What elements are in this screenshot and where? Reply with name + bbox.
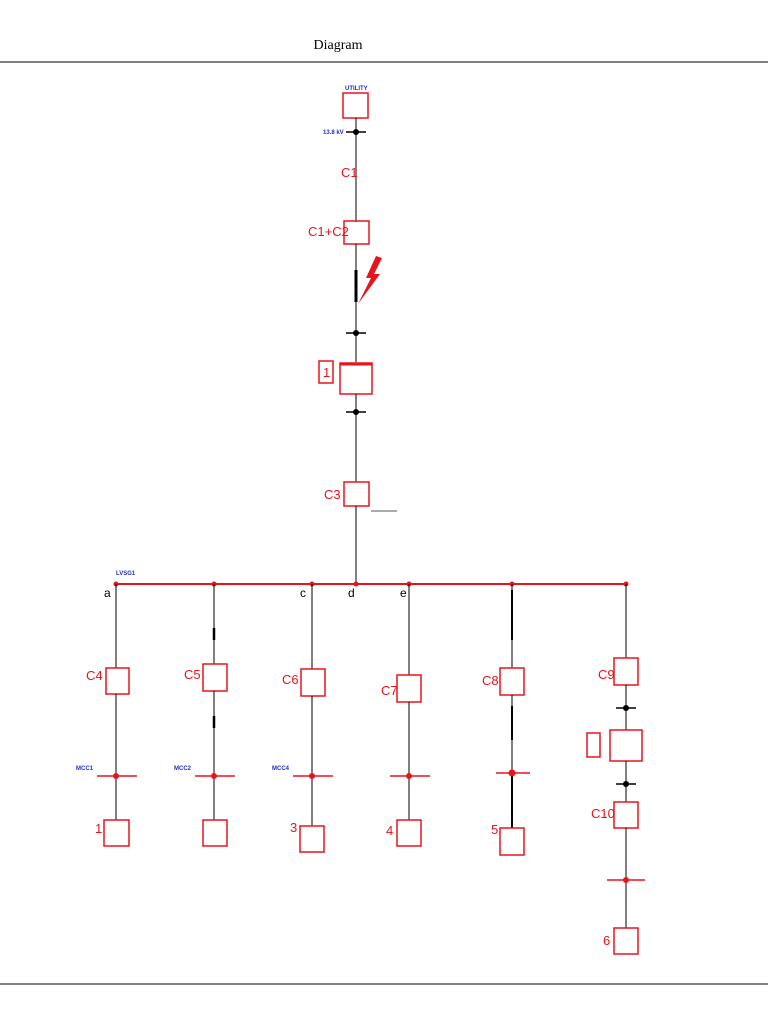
- load-label: 4: [386, 823, 393, 838]
- utility-source[interactable]: UTILITY: [342, 86, 369, 119]
- load-label: 6: [603, 933, 610, 948]
- mcc-label: MCC1: [76, 766, 94, 772]
- cable-c1-label: C1: [341, 165, 358, 180]
- voltage-label: 13.8 kV: [323, 130, 344, 136]
- mcc-label: MCC2: [174, 766, 192, 772]
- utility-label: UTILITY: [345, 86, 368, 92]
- branch-letter: d: [348, 586, 355, 600]
- cable-label: C6: [282, 672, 299, 687]
- mcc-label: MCC4: [272, 766, 290, 772]
- branch-f[interactable]: C8 5: [482, 581, 530, 856]
- branch-b[interactable]: C5 MCC2: [174, 581, 235, 847]
- cable-label: C7: [381, 683, 398, 698]
- cable-label: C4: [86, 668, 103, 683]
- load-label: 1: [95, 821, 102, 836]
- cable-c1c2[interactable]: C1+C2: [308, 220, 370, 245]
- cable-label: C5: [184, 667, 201, 682]
- branch-letter: e: [400, 586, 407, 600]
- transformer-1[interactable]: 1: [318, 360, 373, 395]
- bus-transformer-primary[interactable]: [346, 330, 366, 336]
- bus-transformer-secondary[interactable]: [346, 409, 366, 415]
- branch-letter: c: [300, 586, 306, 600]
- page-title: Diagram: [313, 38, 363, 53]
- cable-c3[interactable]: C3: [324, 481, 397, 512]
- cable-c1c2-label: C1+C2: [308, 224, 349, 239]
- branch-g[interactable]: C9 C10 6: [586, 581, 645, 955]
- branch-a[interactable]: a C4 MCC1 1: [76, 581, 137, 847]
- branch-d-node[interactable]: d: [348, 581, 359, 601]
- lightning-fault-icon: [358, 256, 382, 304]
- branch-e[interactable]: e C7 4: [381, 581, 430, 847]
- load-label: 5: [491, 822, 498, 837]
- cable-label: C9: [598, 667, 615, 682]
- main-bus-label: LVSG1: [116, 571, 136, 577]
- transformer-tag: 1: [323, 365, 330, 380]
- main-bus-lvsg1[interactable]: LVSG1: [116, 571, 626, 585]
- bus-13-8kv[interactable]: 13.8 kV: [323, 129, 366, 136]
- cable-c3-label: C3: [324, 487, 341, 502]
- load-label: 3: [290, 820, 297, 835]
- branch-letter: a: [104, 586, 111, 600]
- cable-label: C8: [482, 673, 499, 688]
- branch-c[interactable]: c C6 MCC4 3: [272, 581, 333, 853]
- cable-c10-label: C10: [591, 806, 615, 821]
